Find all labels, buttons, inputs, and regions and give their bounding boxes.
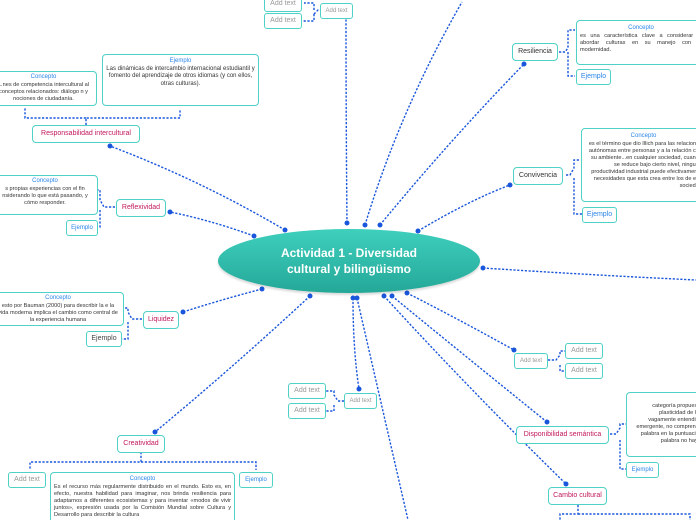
reflexividad-concept-box[interactable]: Concepto s propias experiencias con el f…: [0, 175, 98, 215]
topic-liquidez[interactable]: Liquidez: [143, 311, 179, 329]
resiliencia-concept-box[interactable]: Concepto es una característica clave a c…: [576, 20, 696, 65]
add-text-placeholder[interactable]: Add text: [288, 403, 326, 419]
add-text-placeholder[interactable]: Add text: [514, 353, 548, 369]
central-topic-line2: cultural y bilingüismo: [286, 262, 411, 276]
add-text-placeholder[interactable]: Add text: [565, 363, 603, 379]
convivencia-example-tag[interactable]: Ejemplo: [582, 207, 617, 223]
creatividad-example-tag[interactable]: Ejemplo: [239, 472, 273, 488]
add-text-placeholder[interactable]: Add text: [565, 343, 603, 359]
disponibilidad-concept-text: categoría propuesta plasticidad de las v…: [636, 403, 696, 444]
liquidez-concept-box[interactable]: Concepto esto por Bauman (2000) para des…: [0, 292, 124, 326]
add-text-placeholder[interactable]: Add text: [320, 3, 353, 19]
central-topic-line1: Actividad 1 - Diversidad: [280, 246, 418, 260]
convivencia-concept-box[interactable]: Concepto es el término que dio Illich pa…: [581, 128, 696, 202]
responsabilidad-example-box[interactable]: Ejemplo Las dinámicas de intercambio int…: [102, 54, 259, 106]
concept-label: Concepto: [32, 178, 58, 184]
add-text-placeholder[interactable]: Add text: [264, 0, 302, 12]
creatividad-concept-box[interactable]: Concepto Es el recurso más regularmente …: [50, 472, 235, 520]
reflexividad-concept-text: s propias experiencias con el fin nsider…: [2, 185, 88, 206]
topic-convivencia[interactable]: Convivencia: [513, 167, 563, 185]
disponibilidad-example-tag[interactable]: Ejemplo: [626, 462, 659, 478]
topic-responsabilidad-intercultural[interactable]: Responsabilidad intercultural: [32, 125, 140, 143]
resiliencia-concept-text: es una característica clave a considerar…: [580, 32, 696, 53]
disponibilidad-concept-box[interactable]: categoría propuesta plasticidad de las v…: [626, 392, 696, 457]
topic-creatividad[interactable]: Creatividad: [117, 435, 165, 453]
topic-cambio-cultural[interactable]: Cambio cultural: [548, 487, 607, 505]
concept-label: Concepto: [628, 25, 654, 31]
concept-label: Concepto: [129, 476, 156, 482]
liquidez-example-tag[interactable]: Ejemplo: [86, 331, 122, 347]
reflexividad-example-tag[interactable]: Ejemplo: [66, 220, 98, 236]
topic-disponibilidad-semantica[interactable]: Disponibilidad semántica: [516, 426, 609, 444]
concept-label: Concepto: [30, 74, 57, 80]
responsabilidad-example-text: Las dinámicas de intercambio internacion…: [106, 65, 255, 87]
add-text-placeholder[interactable]: Add text: [344, 393, 377, 409]
concept-label: Concepto: [630, 133, 657, 139]
convivencia-concept-text: es el término que dio Illich para las re…: [588, 140, 696, 189]
central-topic[interactable]: Actividad 1 - Diversidad cultural y bili…: [218, 229, 480, 293]
topic-reflexividad[interactable]: Reflexividad: [116, 199, 166, 217]
creatividad-concept-text: Es el recurso más regularmente distribui…: [54, 483, 231, 518]
topic-resiliencia[interactable]: Resiliencia: [512, 43, 558, 61]
example-label: Ejemplo: [169, 58, 192, 64]
add-text-placeholder[interactable]: Add text: [264, 13, 302, 29]
resiliencia-example-tag[interactable]: Ejemplo: [576, 69, 611, 85]
liquidez-concept-text: esto por Bauman (2000) para describir la…: [0, 302, 118, 323]
add-text-placeholder[interactable]: Add text: [8, 472, 46, 488]
responsabilidad-concept-text: ...nes de competencia intercultural al c…: [0, 81, 90, 102]
add-text-placeholder[interactable]: Add text: [288, 383, 326, 399]
responsabilidad-concept-box[interactable]: Concepto ...nes de competencia intercult…: [0, 71, 97, 106]
concept-label: Concepto: [45, 295, 71, 301]
